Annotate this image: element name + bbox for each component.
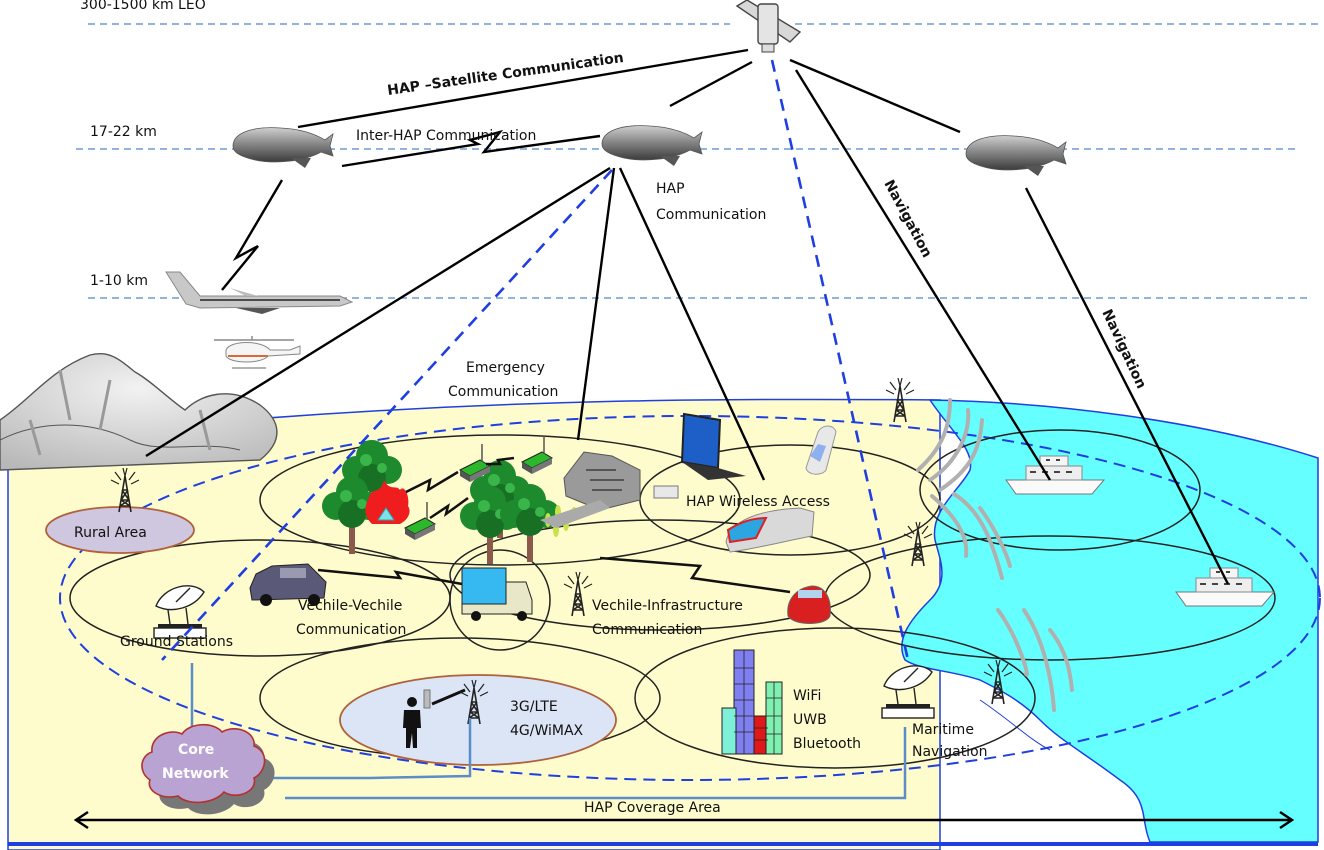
v2i-link	[599, 556, 791, 594]
cellular-3g-label: 3G/LTE	[510, 699, 558, 715]
v2i-line1-label: Vechile-Infrastructure	[592, 598, 743, 614]
coverage-area-label: HAP Coverage Area	[584, 800, 721, 816]
satellite-center-hap-link	[669, 60, 753, 108]
ground-stations-label: Ground Stations	[120, 634, 233, 650]
hap-blimp-left-icon	[232, 127, 334, 169]
v2v-line2-label: Communication	[296, 622, 406, 638]
core-network-cloud: Core Network	[141, 723, 275, 815]
damaged-building-icon	[540, 451, 679, 528]
hap-altitude-label: 17-22 km	[90, 124, 157, 140]
leo-altitude-label: 300-1500 km LEO	[80, 0, 206, 13]
v2v-link	[317, 568, 463, 586]
uwb-label: UWB	[793, 712, 827, 728]
mountains-illustration	[0, 353, 278, 471]
hap-wireless-link	[618, 167, 766, 481]
hap-blimp-right-icon	[965, 135, 1067, 177]
maritime-line2-label: Navigation	[912, 744, 988, 760]
satellite-ship-navigation-link	[794, 69, 1052, 481]
train-icon	[725, 507, 815, 553]
red-car-icon	[787, 585, 831, 624]
cellular-area: 3G/LTE 4G/WiMAX	[339, 674, 617, 766]
hap-satellite-link	[297, 48, 749, 129]
satellite-icon	[735, 0, 802, 53]
aircraft-altitude-label: 1-10 km	[90, 273, 148, 289]
hap-comm-line2-label: Communication	[656, 207, 766, 223]
hap-rural-link	[145, 166, 611, 458]
hap-comm-line1-label: HAP	[656, 181, 685, 197]
emergency-line1-label: Emergency	[466, 360, 545, 376]
coverage-area-arrow	[73, 810, 1295, 830]
v2v-line1-label: Vechile-Vechile	[298, 598, 402, 614]
inter-hap-link	[341, 129, 601, 168]
truck-icon	[461, 567, 533, 621]
mobile-phone-icon	[805, 425, 837, 475]
helicopter-icon	[214, 336, 301, 369]
person-with-phone-icon	[403, 689, 431, 748]
wireless-access-label: HAP Wireless Access	[686, 494, 830, 510]
wifi-label: WiFi	[793, 688, 821, 704]
vehicles	[249, 556, 831, 624]
network-label: Network	[162, 766, 229, 782]
bluetooth-label: Bluetooth	[793, 736, 861, 752]
backhaul-links	[190, 663, 907, 800]
hap-blimp-center-icon	[601, 125, 703, 167]
sea-area	[901, 399, 1319, 843]
buildings-icon	[721, 649, 783, 755]
fire-icon	[365, 480, 410, 524]
laptop-icon	[680, 412, 746, 480]
car-icon	[249, 563, 327, 606]
inter-hap-label: Inter-HAP Communication	[356, 128, 536, 144]
emergency-line2-label: Communication	[448, 384, 558, 400]
wireless-access-devices	[680, 412, 837, 553]
cellular-4g-label: 4G/WiMAX	[510, 723, 584, 739]
v2i-line2-label: Communication	[592, 622, 702, 638]
hap-ship-navigation-link	[1024, 187, 1230, 585]
maritime-line1-label: Maritime	[912, 722, 974, 738]
hap-aircraft-link	[221, 179, 284, 291]
rural-area: Rural Area	[45, 467, 195, 554]
coverage-cone-lines	[161, 59, 910, 661]
rural-area-label: Rural Area	[74, 525, 147, 541]
satellite-right-hap-link	[789, 58, 961, 134]
hap-emergency-link	[576, 167, 616, 441]
radio-waves-icon	[916, 398, 1074, 712]
emergency-forest-scene	[322, 435, 679, 564]
airplane-icon	[165, 271, 354, 314]
core-label: Core	[178, 742, 214, 758]
communication-links	[145, 48, 1230, 585]
